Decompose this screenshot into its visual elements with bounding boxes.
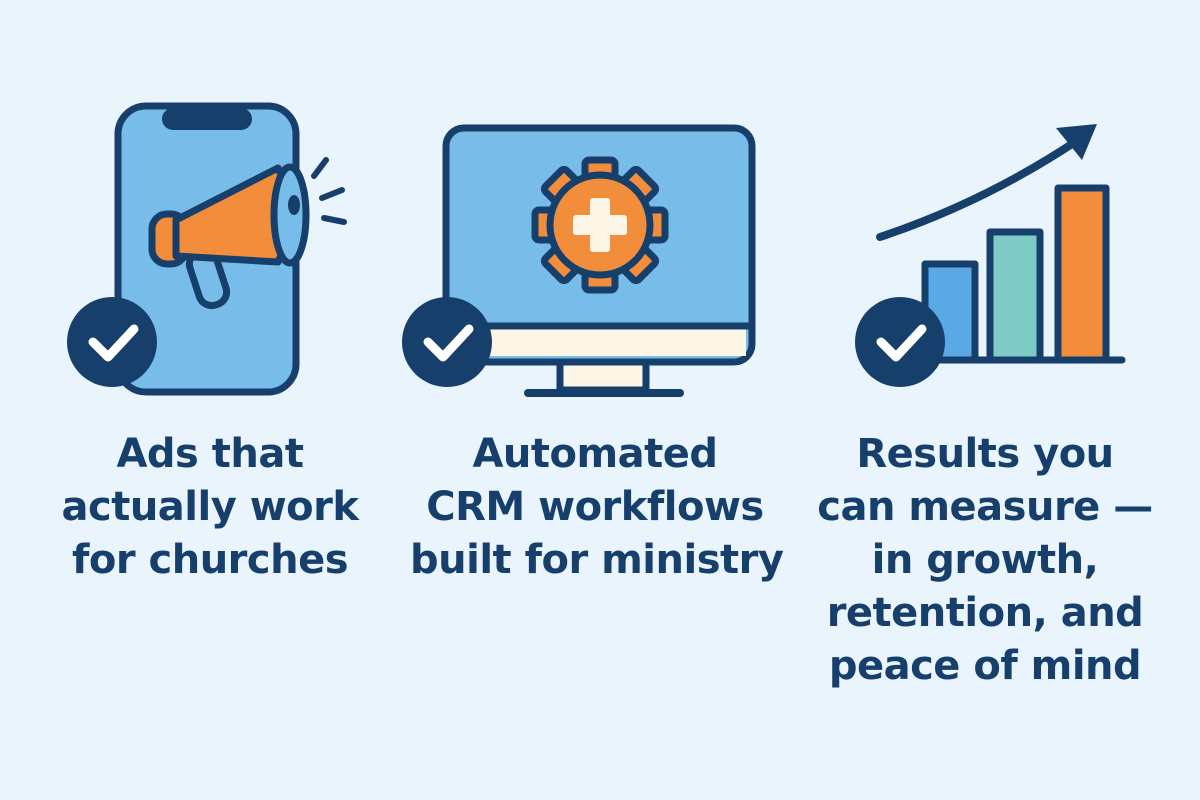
megaphone-phone-icon (67, 102, 347, 396)
feature-caption-results: Results you can measure — in growth, ret… (800, 428, 1170, 693)
check-badge-icon (855, 297, 945, 387)
caption-line: Ads that (116, 431, 304, 477)
bar-icons (921, 184, 1110, 364)
check-badge-icon (67, 297, 157, 387)
caption-line: built for ministry (410, 537, 784, 583)
caption-line: for churches (71, 537, 349, 583)
check-badge-icon (402, 297, 492, 387)
caption-line: can measure — (817, 484, 1153, 530)
sound-lines-icon (311, 157, 347, 225)
feature-caption-crm: Automated CRM workflows built for minist… (410, 428, 784, 587)
plus-icon (573, 198, 627, 252)
caption-line: in growth, (871, 537, 1099, 583)
gear-monitor-icon (402, 124, 756, 397)
caption-line: retention, and (826, 590, 1144, 636)
caption-line: peace of mind (828, 643, 1142, 689)
growth-chart-icon (855, 124, 1126, 387)
trend-arrow-icon (876, 124, 1097, 241)
feature-caption-ads: Ads that actually work for churches (40, 428, 380, 587)
gear-icon (531, 156, 669, 294)
caption-line: Automated (472, 431, 718, 477)
caption-line: CRM workflows (426, 484, 764, 530)
caption-line: actually work (61, 484, 359, 530)
caption-line: Results you (856, 431, 1114, 477)
megaphone-icon (148, 163, 310, 310)
